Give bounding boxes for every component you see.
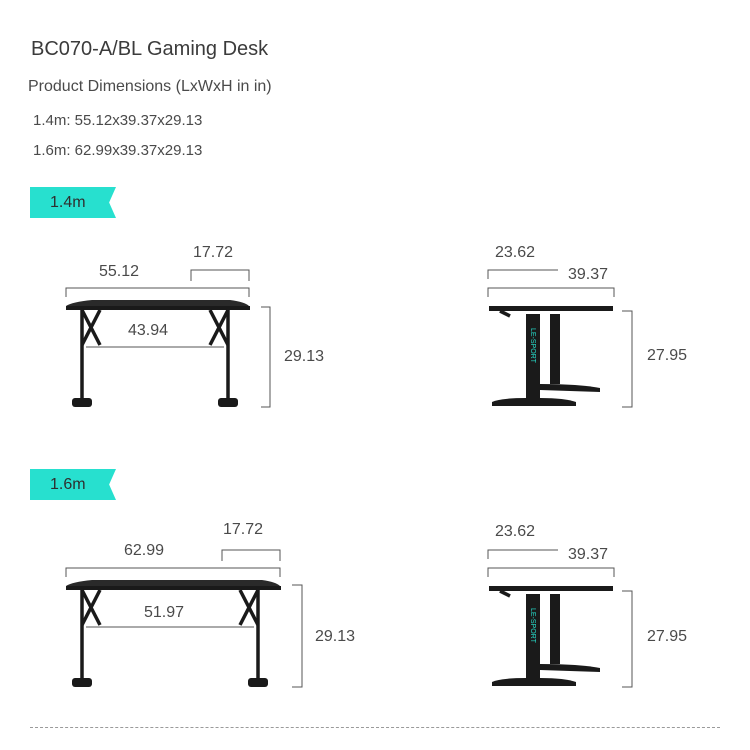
- side-view-1-6m: 23.62 39.37 LE-SPORT 27.95: [487, 523, 687, 688]
- height-label: 29.13: [284, 348, 324, 365]
- right-brace-2: [208, 309, 230, 346]
- section-divider: [30, 727, 720, 728]
- size-tag-1-4m: 1.4m: [30, 187, 116, 218]
- side-height-label: 27.95: [647, 628, 687, 645]
- front-view-1-6m: 62.99 17.72 51.97 29.13: [65, 521, 355, 688]
- side-depth-label: 23.62: [495, 523, 535, 540]
- width-label: 55.12: [99, 263, 139, 280]
- drawing-1-4m: 55.12 17.72 43.94 29.13 23.62 39.37: [65, 244, 687, 408]
- side-foot-front: [492, 678, 576, 686]
- width-dimension-line: [65, 287, 250, 297]
- desk-top: [66, 306, 250, 310]
- side-depth-dimension-line: [487, 269, 558, 279]
- side-logo: LE-SPORT: [529, 608, 536, 644]
- side-logo: LE-SPORT: [529, 328, 536, 364]
- inner-label: 51.97: [144, 604, 184, 621]
- left-brace-2: [80, 589, 102, 626]
- right-foot: [248, 678, 268, 687]
- left-foot: [72, 678, 92, 687]
- side-upright-back: [550, 314, 560, 384]
- height-dimension-line: [261, 306, 271, 408]
- right-brace-2: [238, 589, 260, 626]
- side-desk-top: [489, 586, 613, 591]
- left-brace-2: [80, 309, 102, 346]
- side-desk-top: [489, 306, 613, 311]
- height-dimension-line: [292, 584, 303, 688]
- side-view-1-4m: 23.62 39.37 LE-SPORT 27.95: [487, 244, 687, 408]
- left-foot: [72, 398, 92, 407]
- size-tag-1-6m: 1.6m: [30, 469, 116, 500]
- inner-label: 43.94: [128, 322, 168, 339]
- dimensions-heading: Product Dimensions (LxWxH in in): [28, 78, 272, 95]
- spec-1-6m: 1.6m: 62.99x39.37x29.13: [33, 142, 203, 159]
- desk-top-surface: [66, 300, 249, 306]
- side-depth-label: 23.62: [495, 244, 535, 261]
- height-label: 29.13: [315, 628, 355, 645]
- width-label: 62.99: [124, 542, 164, 559]
- side-upright-front: [526, 594, 540, 686]
- side-upright-front: [526, 314, 540, 406]
- side-foot-back: [540, 664, 600, 672]
- side-full-depth-label: 39.37: [568, 546, 608, 563]
- side-foot-back: [540, 384, 600, 392]
- side-height-label: 27.95: [647, 347, 687, 364]
- front-view-1-4m: 55.12 17.72 43.94 29.13: [65, 244, 324, 408]
- product-title: BC070-A/BL Gaming Desk: [31, 38, 269, 60]
- side-full-depth-dimension-line: [487, 567, 615, 577]
- side-full-depth-label: 39.37: [568, 266, 608, 283]
- desk-top-surface: [66, 580, 280, 586]
- side-upright-back: [550, 594, 560, 664]
- depth-top-label: 17.72: [223, 521, 263, 538]
- drawing-1-6m: 62.99 17.72 51.97 29.13 23.62 39.37 LE-S…: [65, 521, 687, 688]
- side-depth-dimension-line: [487, 549, 558, 559]
- spec-1-4m: 1.4m: 55.12x39.37x29.13: [33, 112, 203, 129]
- right-foot: [218, 398, 238, 407]
- side-bracket: [499, 309, 511, 318]
- side-height-dimension-line: [622, 590, 633, 688]
- desk-top: [66, 586, 281, 590]
- side-height-dimension-line: [622, 310, 633, 408]
- side-foot-front: [492, 398, 576, 406]
- depth-top-dimension-line: [221, 549, 281, 561]
- width-dimension-line: [65, 567, 281, 577]
- depth-top-dimension-line: [190, 269, 250, 281]
- side-bracket: [499, 589, 511, 598]
- side-full-depth-dimension-line: [487, 287, 615, 297]
- depth-top-label: 17.72: [193, 244, 233, 261]
